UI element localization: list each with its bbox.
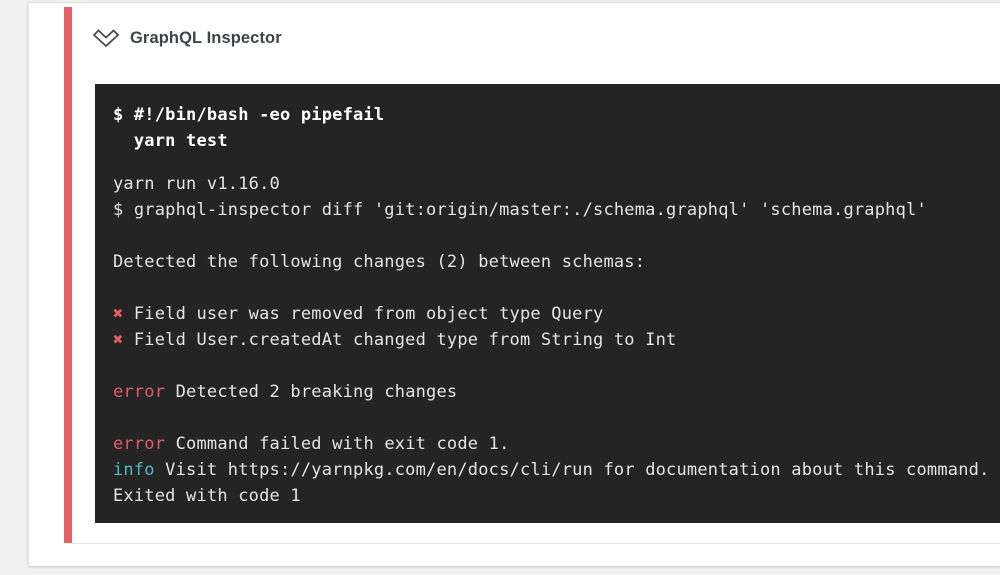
terminal-output-line: Detected the following changes (2) betwe… <box>113 249 1000 275</box>
terminal-text-segment: $ graphql-inspector diff 'git:origin/mas… <box>113 200 927 220</box>
output-block: yarn run v1.16.0 $ graphql-inspector diff… <box>113 171 1000 509</box>
terminal-text-segment: yarn run v1.16.0 <box>113 174 280 194</box>
terminal-output-line <box>113 353 1000 379</box>
terminal-text-segment: error <box>113 434 166 454</box>
terminal-output: $ #!/bin/bash -eo pipefail yarn test yar… <box>95 84 1000 523</box>
step-header[interactable]: GraphQL Inspector <box>91 24 282 52</box>
terminal-text-segment: ✖ <box>113 330 124 350</box>
terminal-text-segment: Field User.createdAt changed type from S… <box>123 330 677 350</box>
terminal-output-line: Exited with code 1 <box>113 483 1000 509</box>
terminal-text-segment: Detected 2 breaking changes <box>165 382 458 402</box>
failed-step-status-bar <box>64 7 72 543</box>
terminal-output-line <box>113 405 1000 431</box>
terminal-text-segment: Command failed with exit code 1. <box>165 434 510 454</box>
terminal-output-line: ✖ Field user was removed from object typ… <box>113 301 1000 327</box>
terminal-text-segment: ✖ <box>113 304 124 324</box>
terminal-text-segment: Visit https://yarnpkg.com/en/docs/cli/ru… <box>154 460 990 480</box>
terminal-output-line: error Command failed with exit code 1. <box>113 431 1000 457</box>
step-title: GraphQL Inspector <box>130 28 282 47</box>
terminal-command-line: $ #!/bin/bash -eo pipefail <box>113 105 385 125</box>
terminal-output-line: info Visit https://yarnpkg.com/en/docs/c… <box>113 457 1000 483</box>
terminal-text-segment: info <box>113 460 155 480</box>
terminal-output-line: yarn run v1.16.0 <box>113 171 1000 197</box>
terminal-text-segment: Field user was removed from object type … <box>123 304 604 324</box>
terminal-output-line: ✖ Field User.createdAt changed type from… <box>113 327 1000 353</box>
terminal-text-segment: Exited with code 1 <box>113 486 301 506</box>
terminal-output-line: $ graphql-inspector diff 'git:origin/mas… <box>113 197 1000 223</box>
step-divider <box>72 543 1000 544</box>
build-steps-panel: GraphQL Inspector $ #!/bin/bash -eo pipe… <box>28 2 1000 566</box>
command-block: $ #!/bin/bash -eo pipefail yarn test <box>113 102 1000 154</box>
terminal-text-segment: Detected the following changes (2) betwe… <box>113 252 646 272</box>
terminal-command-line: yarn test <box>113 131 228 151</box>
terminal-output-line <box>113 223 1000 249</box>
terminal-text-segment: error <box>113 382 166 402</box>
terminal-output-line <box>113 275 1000 301</box>
terminal-output-line: error Detected 2 breaking changes <box>113 379 1000 405</box>
collapse-chevron-icon[interactable] <box>91 25 121 51</box>
